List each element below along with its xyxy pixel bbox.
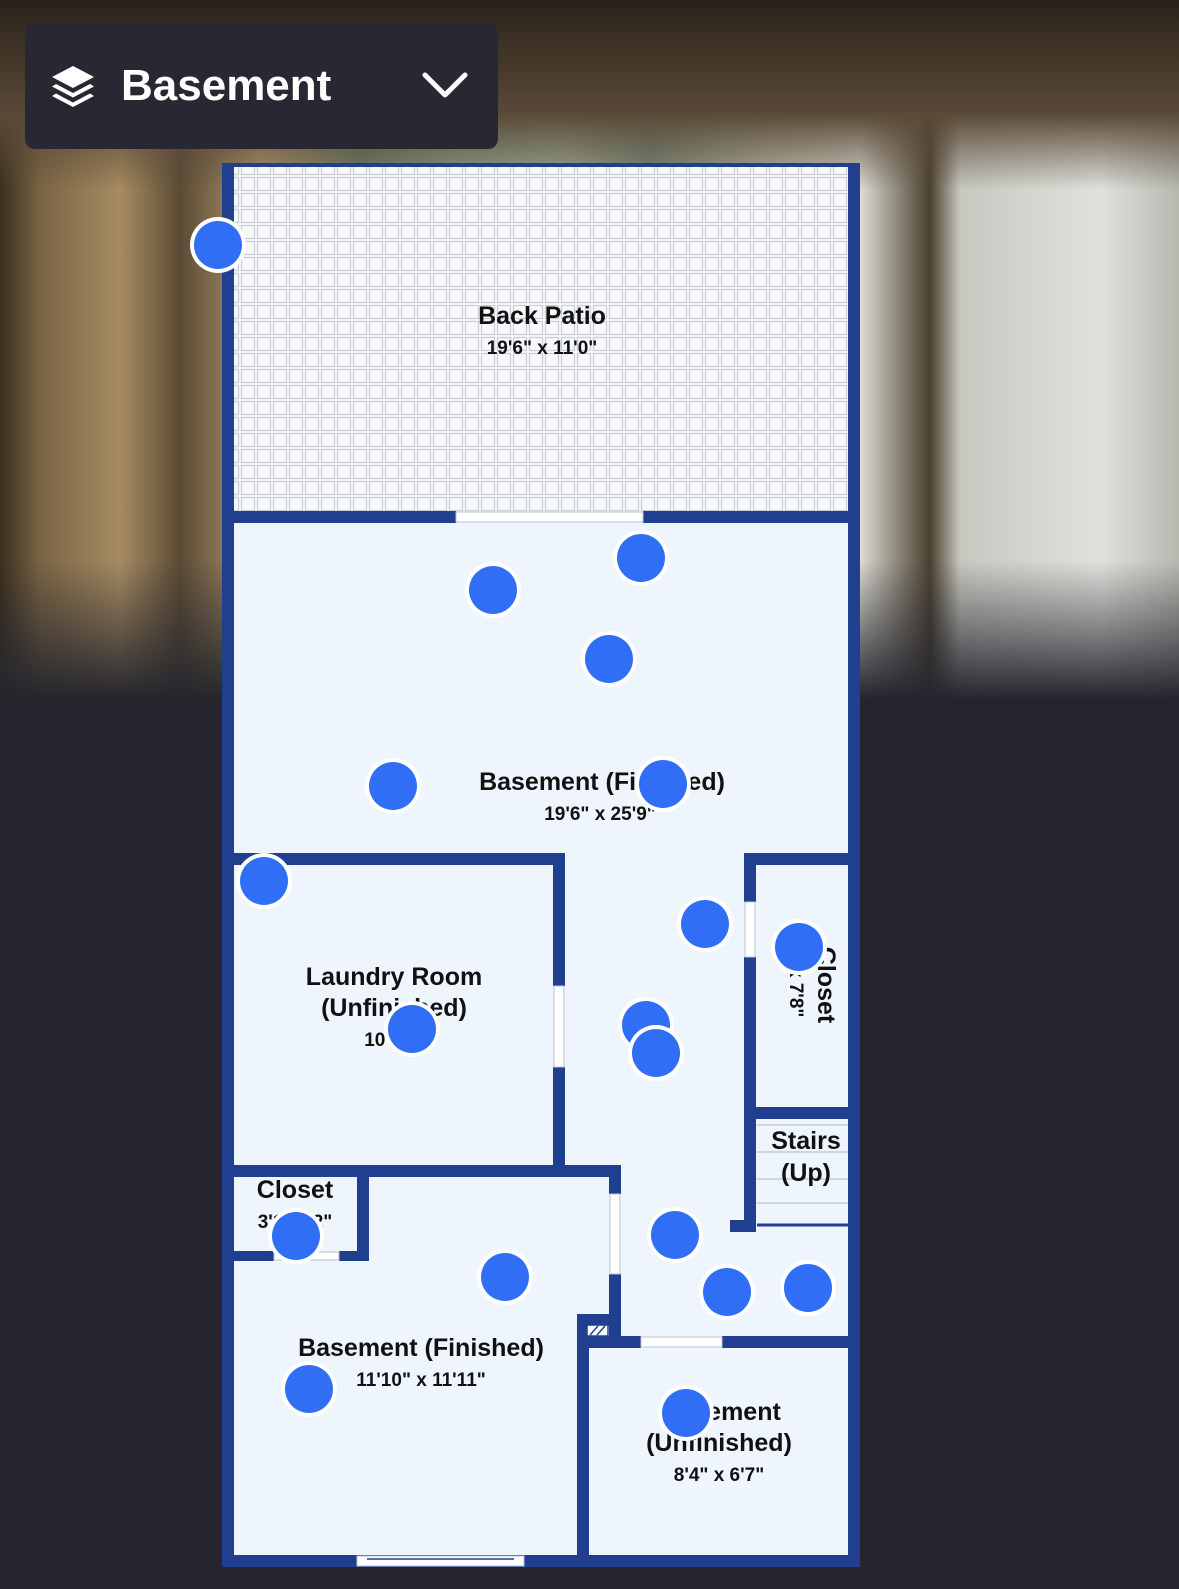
- scan-marker[interactable]: [628, 1025, 684, 1081]
- stairs-treads: [757, 1124, 848, 1227]
- scan-marker[interactable]: [771, 919, 827, 975]
- scan-marker[interactable]: [677, 896, 733, 952]
- scan-marker[interactable]: [699, 1264, 755, 1320]
- hatch-symbol: [586, 1324, 609, 1337]
- room-dims-back-patio: 19'6" x 11'0": [487, 338, 598, 359]
- room-label-stairs-line1: Stairs: [771, 1127, 840, 1155]
- scan-marker[interactable]: [465, 562, 521, 618]
- back-patio-floor: [233, 165, 849, 512]
- scan-marker[interactable]: [477, 1249, 533, 1305]
- room-label-closet-small: Closet: [257, 1176, 334, 1204]
- room-dims-basement-finished-small: 11'10" x 11'11": [356, 1370, 486, 1391]
- room-label-back-patio: Back Patio: [478, 302, 606, 330]
- room-dims-basement-finished-main: 19'6" x 25'9": [544, 804, 656, 825]
- scan-marker[interactable]: [613, 530, 669, 586]
- room-label-basement-finished-small: Basement (Finished): [298, 1334, 544, 1362]
- current-level-label: Basement: [121, 61, 332, 110]
- scan-marker[interactable]: [281, 1361, 337, 1417]
- scan-marker[interactable]: [384, 1001, 440, 1057]
- walls: [222, 163, 860, 1567]
- scan-marker[interactable]: [365, 758, 421, 814]
- room-dims-basement-unfinished: 8'4" x 6'7": [674, 1465, 764, 1486]
- chevron-down-icon[interactable]: [422, 72, 468, 100]
- layers-icon: [52, 66, 94, 107]
- room-label-basement-unfinished-line1: ement: [707, 1398, 781, 1426]
- scan-marker[interactable]: [236, 853, 292, 909]
- scan-marker[interactable]: [190, 217, 246, 273]
- scan-markers[interactable]: [190, 217, 836, 1441]
- scan-marker[interactable]: [581, 631, 637, 687]
- scan-marker[interactable]: [635, 756, 691, 812]
- scan-marker[interactable]: [780, 1260, 836, 1316]
- scan-marker[interactable]: [647, 1207, 703, 1263]
- level-selector[interactable]: Basement: [25, 23, 498, 149]
- scan-marker[interactable]: [658, 1385, 714, 1441]
- scan-marker[interactable]: [268, 1208, 324, 1264]
- room-label-stairs-line2: (Up): [781, 1159, 831, 1187]
- room-label-laundry-line1: Laundry Room: [306, 963, 482, 991]
